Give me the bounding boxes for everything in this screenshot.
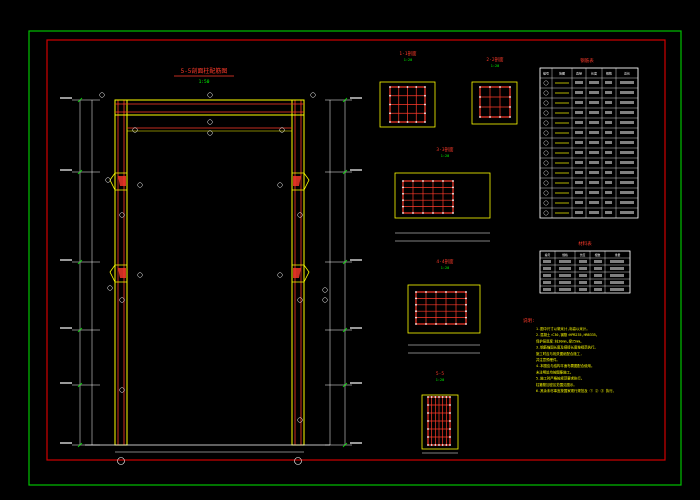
right-corbel-upper bbox=[291, 172, 310, 191]
section-2-title: 2-2剖面 bbox=[486, 56, 504, 63]
section-4-4: 4-4剖面 1:20 bbox=[407, 258, 481, 354]
section-4-scale: 1:20 bbox=[441, 266, 449, 270]
left-corbel-lower bbox=[109, 264, 128, 283]
section-5-title: 5-5 bbox=[436, 371, 444, 377]
callouts bbox=[99, 92, 328, 423]
section-1-1: 1-1剖面 1:20 bbox=[379, 50, 436, 128]
section-1-scale: 1:20 bbox=[404, 58, 412, 62]
right-corbel-lower bbox=[291, 264, 310, 283]
summary-table: 材料表 编号 规格 长度 根数 重量 bbox=[539, 240, 631, 294]
section-3-scale: 1:20 bbox=[441, 154, 449, 158]
rebar-table: 钢筋表 编号 简图 直径 长度 根数 总长 bbox=[539, 57, 639, 219]
svg-text:根数: 根数 bbox=[606, 71, 612, 76]
svg-text:规格: 规格 bbox=[562, 253, 568, 257]
section-2-scale: 1:20 bbox=[491, 64, 499, 68]
notes: 说明: 1.图中尺寸以毫米计,标高以米计。2.混凝土:C30,钢筋:HPB235… bbox=[523, 317, 616, 393]
note-line: 5.施工时严格按规范要求执行。 bbox=[536, 376, 584, 381]
top-beam bbox=[114, 99, 305, 116]
svg-text:简图: 简图 bbox=[559, 71, 565, 76]
axis-bubble-right bbox=[294, 457, 302, 465]
inner-frame bbox=[46, 39, 666, 461]
left-corbel-upper bbox=[109, 172, 128, 191]
note-line: 保护层厚度:柱30mm,梁25mm。 bbox=[536, 338, 584, 343]
svg-text:长度: 长度 bbox=[580, 253, 586, 257]
section-2-2: 2-2剖面 1:20 bbox=[471, 56, 518, 125]
note-line: 2.混凝土:C30,钢筋:HPB235,HRB335。 bbox=[536, 332, 599, 337]
svg-text:直径: 直径 bbox=[576, 71, 582, 76]
outer-frame bbox=[28, 30, 682, 486]
section-5-scale: 1:20 bbox=[436, 378, 444, 382]
svg-text:重量: 重量 bbox=[615, 253, 621, 257]
svg-text:总长: 总长 bbox=[624, 71, 630, 76]
section-3-3: 3-3剖面 1:20 bbox=[394, 146, 491, 242]
section-1-title: 1-1剖面 bbox=[399, 50, 417, 57]
note-line: 6.其余未尽事宜按国家现行规范及 ① ② ③ 执行。 bbox=[536, 388, 616, 393]
rebar-table-title: 钢筋表 bbox=[580, 57, 594, 64]
level-marks bbox=[60, 97, 362, 448]
note-line: 并注意预埋件。 bbox=[536, 357, 560, 362]
summary-table-title: 材料表 bbox=[578, 240, 592, 247]
main-title: 5-5剖面柱配筋图 bbox=[181, 67, 228, 75]
note-line: 未注明处均按图集施工。 bbox=[536, 369, 573, 374]
note-line: 柱箍筋加密区范围见图示。 bbox=[536, 382, 577, 387]
main-scale: 1:50 bbox=[199, 79, 210, 85]
notes-title: 说明: bbox=[523, 317, 535, 324]
section-4-title: 4-4剖面 bbox=[436, 258, 454, 265]
section-3-title: 3-3剖面 bbox=[436, 146, 454, 153]
svg-text:编号: 编号 bbox=[545, 253, 551, 257]
axis-bubble-left bbox=[117, 457, 125, 465]
svg-text:编号: 编号 bbox=[543, 71, 549, 76]
note-line: 3.钢筋锚固长度及搭接长度按规范执行。 bbox=[536, 345, 598, 350]
svg-text:根数: 根数 bbox=[595, 253, 601, 257]
section-5-5: 5-5 1:20 bbox=[421, 371, 459, 454]
note-line: 4.本图应与结构平面布置图配合使用。 bbox=[536, 363, 594, 368]
note-line: 1.图中尺寸以毫米计,标高以米计。 bbox=[536, 326, 590, 331]
main-elevation: 5-5剖面柱配筋图 1:50 bbox=[60, 67, 362, 465]
note-line: 施工时应与相关图纸配合施工, bbox=[536, 351, 582, 356]
svg-text:长度: 长度 bbox=[591, 71, 597, 76]
